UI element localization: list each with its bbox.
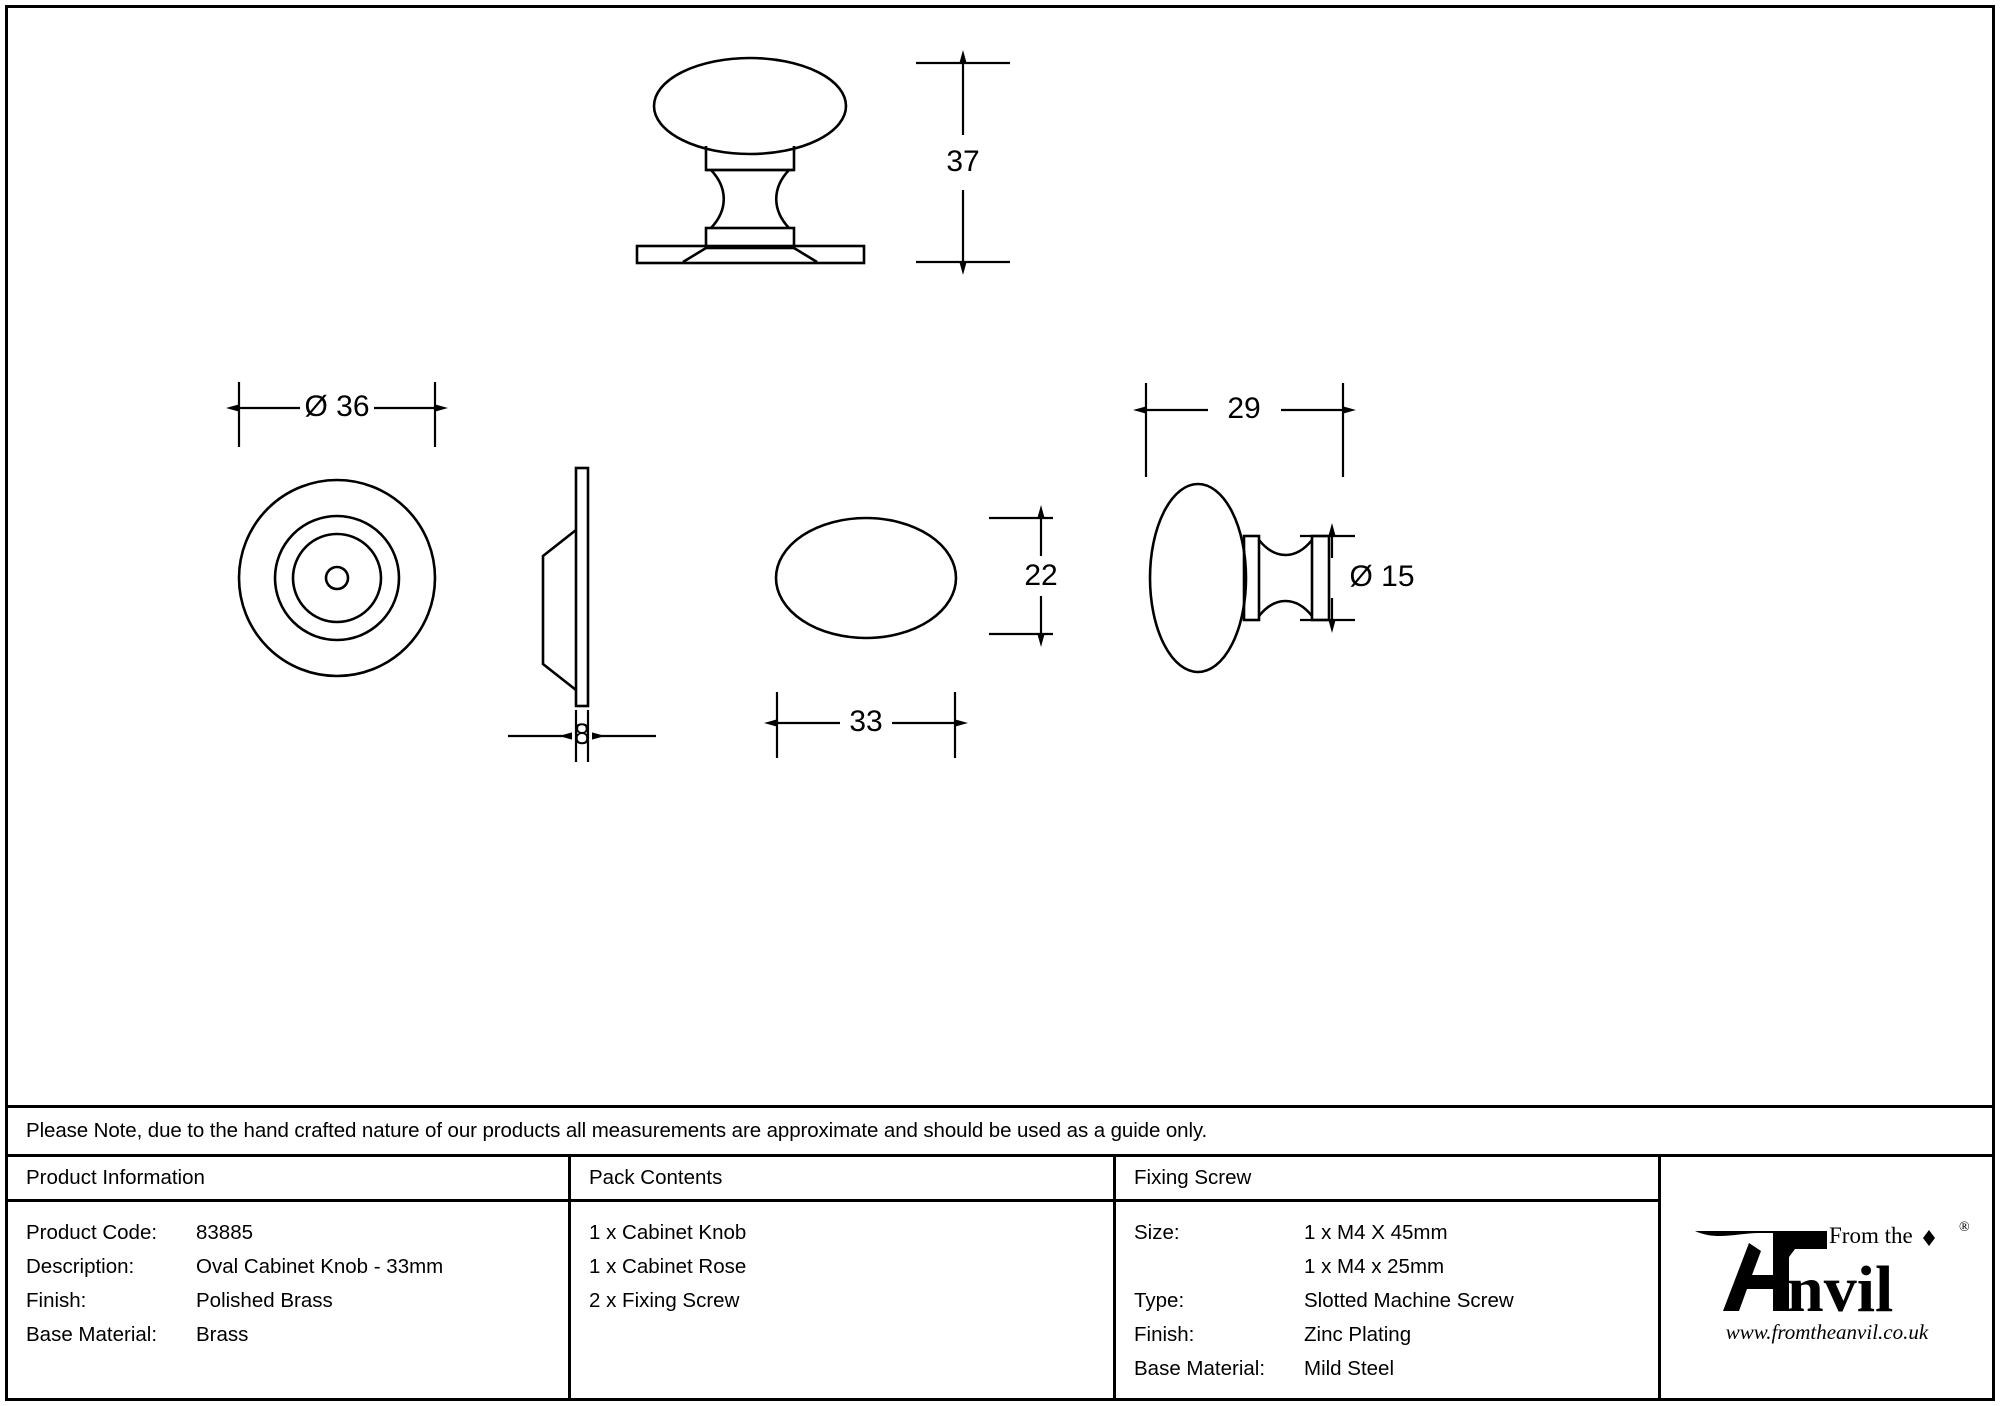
letter-a-left xyxy=(1722,1243,1773,1311)
list-item: 1 x Cabinet Knob xyxy=(589,1221,747,1244)
screw-type-label: Type: xyxy=(1134,1289,1185,1312)
dimension-oval-width-33 xyxy=(764,692,968,758)
table-row: 1 x M4 x 25mm xyxy=(1134,1250,1658,1284)
table-row: Finish: Polished Brass xyxy=(26,1284,568,1318)
anvil-logo-icon: From the ® nvil www.fromtheanvil.co.uk xyxy=(1694,1220,1970,1344)
knob-side-elevation xyxy=(1148,482,1331,674)
screw-size-value-2: 1 x M4 x 25mm xyxy=(1304,1255,1445,1278)
table-row: Size: 1 x M4 X 45mm xyxy=(1134,1216,1658,1250)
screw-size-value: 1 x M4 X 45mm xyxy=(1304,1221,1448,1244)
dimension-label-stem-diameter: Ø 15 xyxy=(1349,560,1414,593)
screw-type-value: Slotted Machine Screw xyxy=(1304,1289,1514,1312)
dimension-label-33: 33 xyxy=(849,705,882,738)
fixing-screw-column: Fixing Screw Size: 1 x M4 X 45mm 1 x M4 … xyxy=(1116,1157,1661,1399)
pack-contents-body: 1 x Cabinet Knob 1 x Cabinet Rose 2 x Fi… xyxy=(571,1202,1113,1318)
table-row: Product Code: 83885 xyxy=(26,1216,568,1250)
dimension-label-22: 22 xyxy=(1024,559,1057,592)
info-columns: Product Information Product Code: 83885 … xyxy=(8,1157,1992,1399)
base-material-label: Base Material: xyxy=(26,1323,158,1346)
product-code-value: 83885 xyxy=(196,1221,254,1244)
dimension-rose-diameter xyxy=(226,382,448,447)
logo-column: From the ® nvil www.fromtheanvil.co.uk xyxy=(1661,1157,1992,1399)
dimension-height-37 xyxy=(916,50,1010,275)
sheet-border xyxy=(5,5,1995,1401)
product-information-column: Product Information Product Code: 83885 … xyxy=(8,1157,571,1399)
table-row: Finish: Zinc Plating xyxy=(1134,1318,1658,1352)
logo-url: www.fromtheanvil.co.uk xyxy=(1725,1320,1928,1344)
dimension-stem-diameter xyxy=(1300,523,1355,633)
letter-a-right xyxy=(1772,1243,1789,1311)
logo-wordmark-tail: nvil xyxy=(1787,1253,1893,1326)
please-note-row: Please Note, due to the hand crafted nat… xyxy=(8,1105,1992,1157)
screw-finish-label: Finish: xyxy=(1134,1323,1195,1346)
dimension-label-rose-diameter: Ø 36 xyxy=(304,390,369,423)
front-elevation-knob xyxy=(635,56,866,265)
rose-side-profile xyxy=(541,466,590,708)
fixing-screw-body: Size: 1 x M4 X 45mm 1 x M4 x 25mm Type: … xyxy=(1116,1202,1658,1386)
product-information-body: Product Code: 83885 Description: Oval Ca… xyxy=(8,1202,568,1352)
table-row: Type: Slotted Machine Screw xyxy=(1134,1284,1658,1318)
table-row: Description: Oval Cabinet Knob - 33mm xyxy=(26,1250,568,1284)
product-code-label: Product Code: xyxy=(26,1221,158,1244)
base-material-value: Brass xyxy=(196,1323,249,1346)
screw-base-material-value: Mild Steel xyxy=(1304,1357,1395,1380)
screw-size-label-2 xyxy=(1134,1250,1304,1284)
list-item: 2 x Fixing Screw xyxy=(589,1289,740,1312)
logo-line-top: From the xyxy=(1829,1223,1913,1248)
dimension-rose-thickness xyxy=(508,710,656,762)
screw-base-material-label: Base Material: xyxy=(1134,1357,1266,1380)
dimension-label-rose-thickness: 8 xyxy=(574,718,591,751)
finish-label: Finish: xyxy=(26,1289,87,1312)
registered-mark: ® xyxy=(1959,1220,1970,1235)
pack-contents-heading: Pack Contents xyxy=(571,1157,1113,1202)
anvil-shape-icon xyxy=(1694,1231,1827,1257)
knob-plan-view xyxy=(774,516,958,640)
description-value: Oval Cabinet Knob - 33mm xyxy=(196,1255,444,1278)
drawing-area: 37 Ø 36 8 22 33 29 Ø 15 xyxy=(226,50,1415,762)
please-note-text: Please Note, due to the hand crafted nat… xyxy=(26,1119,1208,1142)
table-row: Base Material: Mild Steel xyxy=(1134,1352,1658,1386)
list-item: 1 x Cabinet Rose xyxy=(589,1255,747,1278)
from-the-anvil-logo: From the ® nvil www.fromtheanvil.co.uk xyxy=(1677,1203,1977,1353)
screw-finish-value: Zinc Plating xyxy=(1304,1323,1412,1346)
table-row: Base Material: Brass xyxy=(26,1318,568,1352)
diamond-icon xyxy=(1922,1230,1935,1246)
dimension-oval-height-22 xyxy=(989,505,1053,647)
information-block: Please Note, due to the hand crafted nat… xyxy=(8,1105,1992,1399)
dimension-label-37: 37 xyxy=(946,145,979,178)
pack-contents-column: Pack Contents 1 x Cabinet Knob 1 x Cabin… xyxy=(571,1157,1116,1399)
screw-size-label: Size: xyxy=(1134,1221,1180,1244)
dimension-projection-29 xyxy=(1133,383,1356,477)
dimension-label-29: 29 xyxy=(1227,392,1260,425)
technical-drawing: 37 Ø 36 8 22 33 29 Ø 15 xyxy=(226,50,1415,762)
product-information-heading: Product Information xyxy=(8,1157,568,1202)
rose-face-view xyxy=(237,478,437,678)
description-label: Description: xyxy=(26,1255,135,1278)
finish-value: Polished Brass xyxy=(196,1289,333,1312)
fixing-screw-heading: Fixing Screw xyxy=(1116,1157,1658,1202)
